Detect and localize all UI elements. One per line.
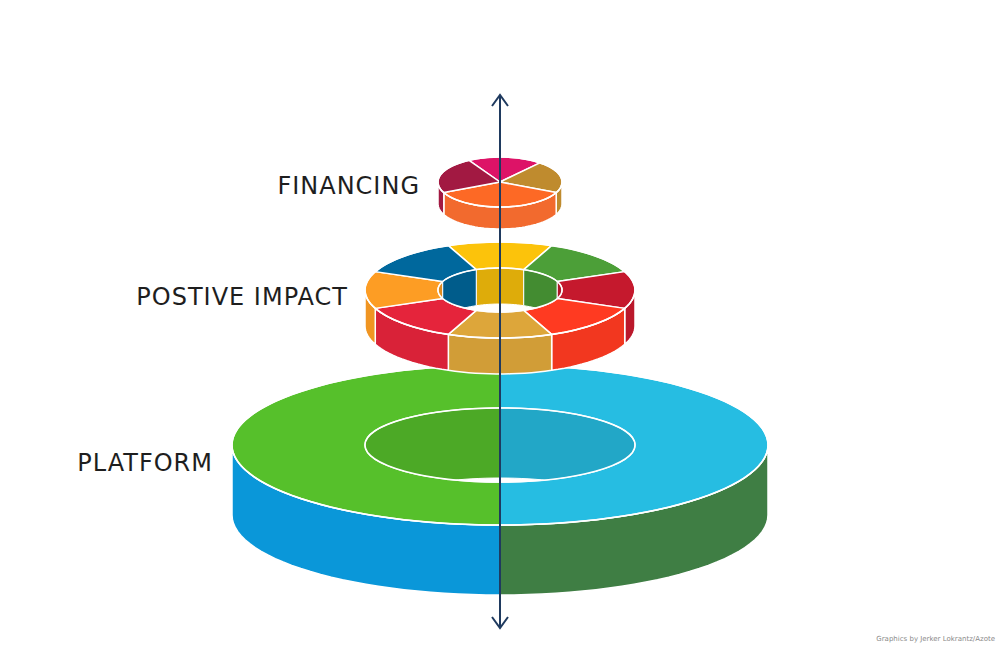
level-label: POSTIVE IMPACT (136, 284, 348, 310)
level-label: FINANCING (277, 173, 420, 199)
ring-inner-wall (500, 408, 635, 515)
arrow-head (492, 617, 508, 628)
ring-top (438, 160, 500, 192)
arrow-head (492, 95, 508, 106)
ring-top (232, 365, 500, 525)
credit-note: Graphics by Jerker Lokrantz/Azote (876, 636, 995, 644)
axis-line (499, 95, 501, 628)
ring-inner-wall (524, 270, 558, 318)
level-label: PLATFORM (77, 450, 213, 476)
ring-inner-wall (443, 270, 477, 318)
vertical-axis-arrow (492, 95, 508, 628)
ring-top (500, 365, 768, 525)
ring-inner-wall (365, 408, 500, 515)
